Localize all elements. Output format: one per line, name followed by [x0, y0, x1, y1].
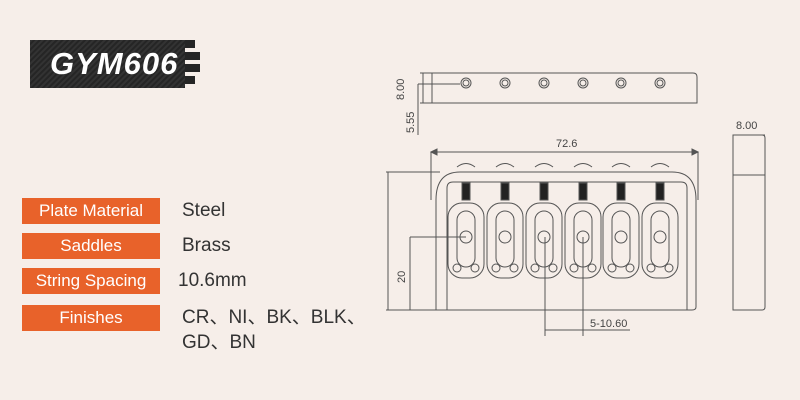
spec-value-plate-material: Steel: [182, 200, 226, 221]
saddle-spring: [539, 182, 549, 201]
model-logo-badge: [30, 40, 200, 88]
height-screw: [587, 263, 597, 273]
height-screw: [530, 263, 540, 273]
intonation-screw-head: [573, 163, 593, 168]
height-screw: [548, 263, 558, 273]
saddle-screw: [614, 230, 628, 244]
height-screw: [509, 263, 519, 273]
intonation-screw-head: [650, 163, 670, 168]
spec-value-saddles: Brass: [182, 235, 231, 256]
height-screw: [646, 263, 656, 273]
top-screw: [615, 77, 627, 89]
spec-label-plate-material: Plate Material: [22, 198, 160, 224]
model-name: GYM606: [50, 46, 179, 81]
dim-width: 72.6: [556, 138, 577, 150]
saddle-slot: [650, 210, 670, 268]
front-view: [386, 148, 700, 336]
saddle-slot: [534, 210, 554, 268]
saddle-spring: [461, 182, 471, 201]
spec-label-string-spacing: String Spacing: [22, 268, 160, 294]
dim-saddle-height: 20: [396, 271, 408, 283]
spec-label-saddles: Saddles: [22, 233, 160, 259]
top-screw: [577, 77, 589, 89]
saddle-spring: [655, 182, 665, 201]
saddle: [564, 202, 602, 279]
intonation-screw-head: [495, 163, 515, 168]
saddle-screw: [498, 230, 512, 244]
saddle: [525, 202, 563, 279]
dim-top-hole: 5.55: [405, 112, 417, 133]
saddle-spring: [616, 182, 626, 201]
top-screw: [460, 77, 472, 89]
height-screw: [491, 263, 501, 273]
top-screw: [499, 77, 511, 89]
saddle-slot: [611, 210, 631, 268]
top-screw-inner: [540, 79, 548, 87]
saddle-screw: [576, 230, 590, 244]
saddle-spring: [578, 182, 588, 201]
top-view: [417, 72, 698, 135]
spec-value-finishes-line2: GD、BN: [182, 332, 256, 353]
intonation-screw-head: [534, 163, 554, 168]
saddle-screw: [459, 230, 473, 244]
saddle-slot: [573, 210, 593, 268]
dim-string-spacing: 5-10.60: [590, 318, 627, 330]
saddle-screw: [653, 230, 667, 244]
top-screw: [538, 77, 550, 89]
height-screw: [452, 263, 462, 273]
top-screw-inner: [579, 79, 587, 87]
height-screw: [625, 263, 635, 273]
saddle: [486, 202, 524, 279]
spec-label-finishes: Finishes: [22, 305, 160, 331]
saddle: [641, 202, 679, 279]
top-screw-inner: [617, 79, 625, 87]
spec-value-string-spacing: 10.6mm: [178, 270, 247, 291]
spec-value-finishes: CR、NI、BK、BLK、: [182, 307, 366, 328]
height-screw: [607, 263, 617, 273]
saddle-spring: [500, 182, 510, 201]
side-view: [732, 134, 766, 311]
height-screw: [470, 263, 480, 273]
height-screw: [664, 263, 674, 273]
dim-side-depth: 8.00: [736, 120, 757, 132]
saddle-slot: [456, 210, 476, 268]
dim-top-height: 8.00: [395, 79, 407, 100]
top-screw: [654, 77, 666, 89]
top-screw-inner: [501, 79, 509, 87]
height-screw: [569, 263, 579, 273]
saddle-slot: [495, 210, 515, 268]
saddle: [447, 202, 485, 279]
saddle: [602, 202, 640, 279]
top-screw-inner: [462, 79, 470, 87]
intonation-screw-head: [456, 163, 476, 168]
top-screw-inner: [656, 79, 664, 87]
intonation-screw-head: [611, 163, 631, 168]
saddle-screw: [537, 230, 551, 244]
